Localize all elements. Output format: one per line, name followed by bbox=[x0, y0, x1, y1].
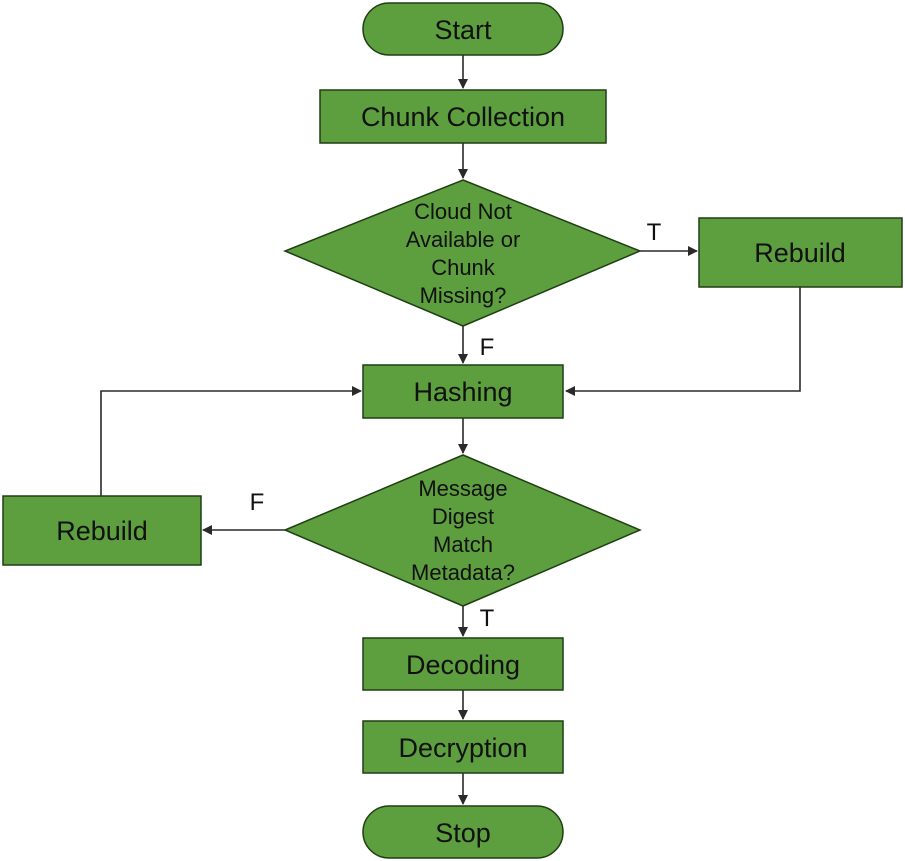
hashing-process: Hashing bbox=[362, 364, 564, 419]
digest-match-decision: Message Digest Match Metadata? bbox=[283, 454, 642, 607]
decryption-label: Decryption bbox=[398, 733, 527, 763]
digest-decision-line-3: Match bbox=[433, 532, 493, 557]
edge-label-cloud-true: T bbox=[647, 219, 662, 246]
cloud-decision-line-2: Available or bbox=[406, 227, 521, 252]
decryption-process: Decryption bbox=[362, 720, 564, 774]
cloud-decision-line-3: Chunk bbox=[431, 255, 496, 280]
chunk-collection-label: Chunk Collection bbox=[361, 102, 565, 132]
edge-rebuild-left-to-hashing bbox=[100, 386, 362, 496]
decoding-process: Decoding bbox=[362, 637, 564, 691]
decoding-label: Decoding bbox=[406, 650, 520, 680]
digest-decision-line-4: Metadata? bbox=[411, 560, 515, 585]
edge-label-digest-false: F bbox=[250, 489, 265, 516]
rebuild-left-label: Rebuild bbox=[56, 516, 148, 546]
rebuild-right-label: Rebuild bbox=[754, 238, 846, 268]
cloud-available-decision: Cloud Not Available or Chunk Missing? bbox=[283, 179, 642, 327]
digest-decision-line-1: Message bbox=[418, 476, 507, 501]
edge-label-cloud-false: F bbox=[480, 334, 495, 361]
stop-terminator: Stop bbox=[362, 805, 564, 859]
rebuild-right-process: Rebuild bbox=[698, 217, 903, 288]
start-terminator: Start bbox=[362, 2, 564, 56]
stop-label: Stop bbox=[435, 818, 491, 848]
digest-decision-line-2: Digest bbox=[432, 504, 494, 529]
cloud-decision-line-1: Cloud Not bbox=[414, 199, 512, 224]
rebuild-left-process: Rebuild bbox=[2, 495, 202, 566]
edge-label-digest-true: T bbox=[480, 605, 495, 632]
start-label: Start bbox=[434, 15, 492, 45]
hashing-label: Hashing bbox=[413, 377, 512, 407]
edge-rebuild-right-to-hashing bbox=[565, 287, 801, 396]
cloud-decision-line-4: Missing? bbox=[420, 283, 507, 308]
chunk-collection-process: Chunk Collection bbox=[319, 89, 607, 144]
